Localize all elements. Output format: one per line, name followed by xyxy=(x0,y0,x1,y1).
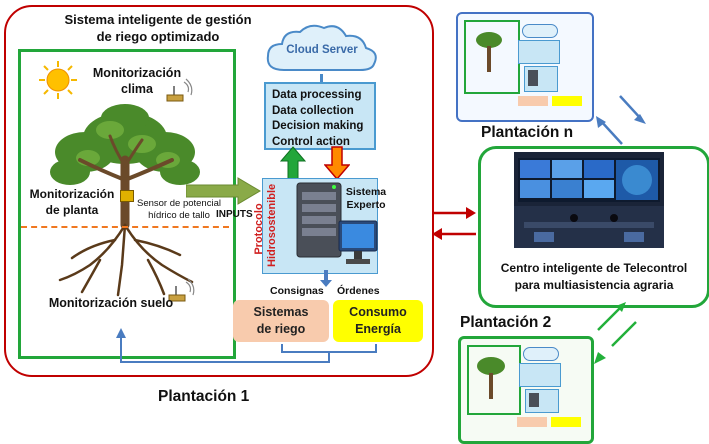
monitor-icon xyxy=(338,220,378,264)
output-arrow xyxy=(320,270,332,287)
plantation-2-label: Plantación 2 xyxy=(460,314,552,331)
soil-monitoring-label: Monitorización suelo xyxy=(48,296,174,310)
plantation-1-label: Plantación 1 xyxy=(158,388,250,405)
ground-line xyxy=(21,226,229,228)
climate-sensor-icon xyxy=(166,78,193,102)
ordenes-label: Órdenes xyxy=(337,285,380,297)
stem-sensor-icon xyxy=(120,190,134,202)
main-title: Sistema inteligente de gestión de riego … xyxy=(64,12,252,44)
task-decision-making: Decision making xyxy=(272,120,364,132)
plantation-n-box xyxy=(456,12,594,122)
control-room-photo xyxy=(514,152,664,248)
inputs-arrow xyxy=(186,177,261,205)
server-tasks-panel: Data processing Data collection Decision… xyxy=(264,82,376,150)
cloud-connector xyxy=(320,74,323,82)
consignas-label: Consignas xyxy=(270,285,324,297)
download-arrow xyxy=(324,146,350,180)
climate-monitoring-label: Monitorización clima xyxy=(92,66,182,96)
soil-sensor-icon xyxy=(168,278,195,302)
tree-illustration xyxy=(50,104,200,297)
cloud-server-label: Cloud Server xyxy=(286,44,358,56)
sun-icon xyxy=(39,61,77,99)
field-monitoring-box xyxy=(18,49,236,359)
stem-sensor-label: Sensor de potencial hídrico de tallo xyxy=(137,198,221,221)
plantation-2-box xyxy=(458,336,594,444)
plantation-n-label: Plantación n xyxy=(481,124,574,141)
energy-consumption-box: Consumo Energía xyxy=(333,300,423,342)
plant-monitoring-label: Monitorización de planta xyxy=(29,187,115,217)
expert-system-label: Sistema Experto xyxy=(345,186,387,211)
main-panel xyxy=(4,5,434,377)
server-icon xyxy=(296,182,342,258)
task-control-action: Control action xyxy=(272,135,350,148)
cloud-server-icon xyxy=(266,24,377,71)
task-data-processing: Data processing xyxy=(272,89,362,101)
inputs-label: INPUTS xyxy=(216,209,253,220)
control-center-label: Centro inteligente de Telecontrol para m… xyxy=(500,261,688,292)
task-data-collection: Data collection xyxy=(272,104,354,117)
irrigation-systems-box: Sistemas de riego xyxy=(233,300,329,342)
